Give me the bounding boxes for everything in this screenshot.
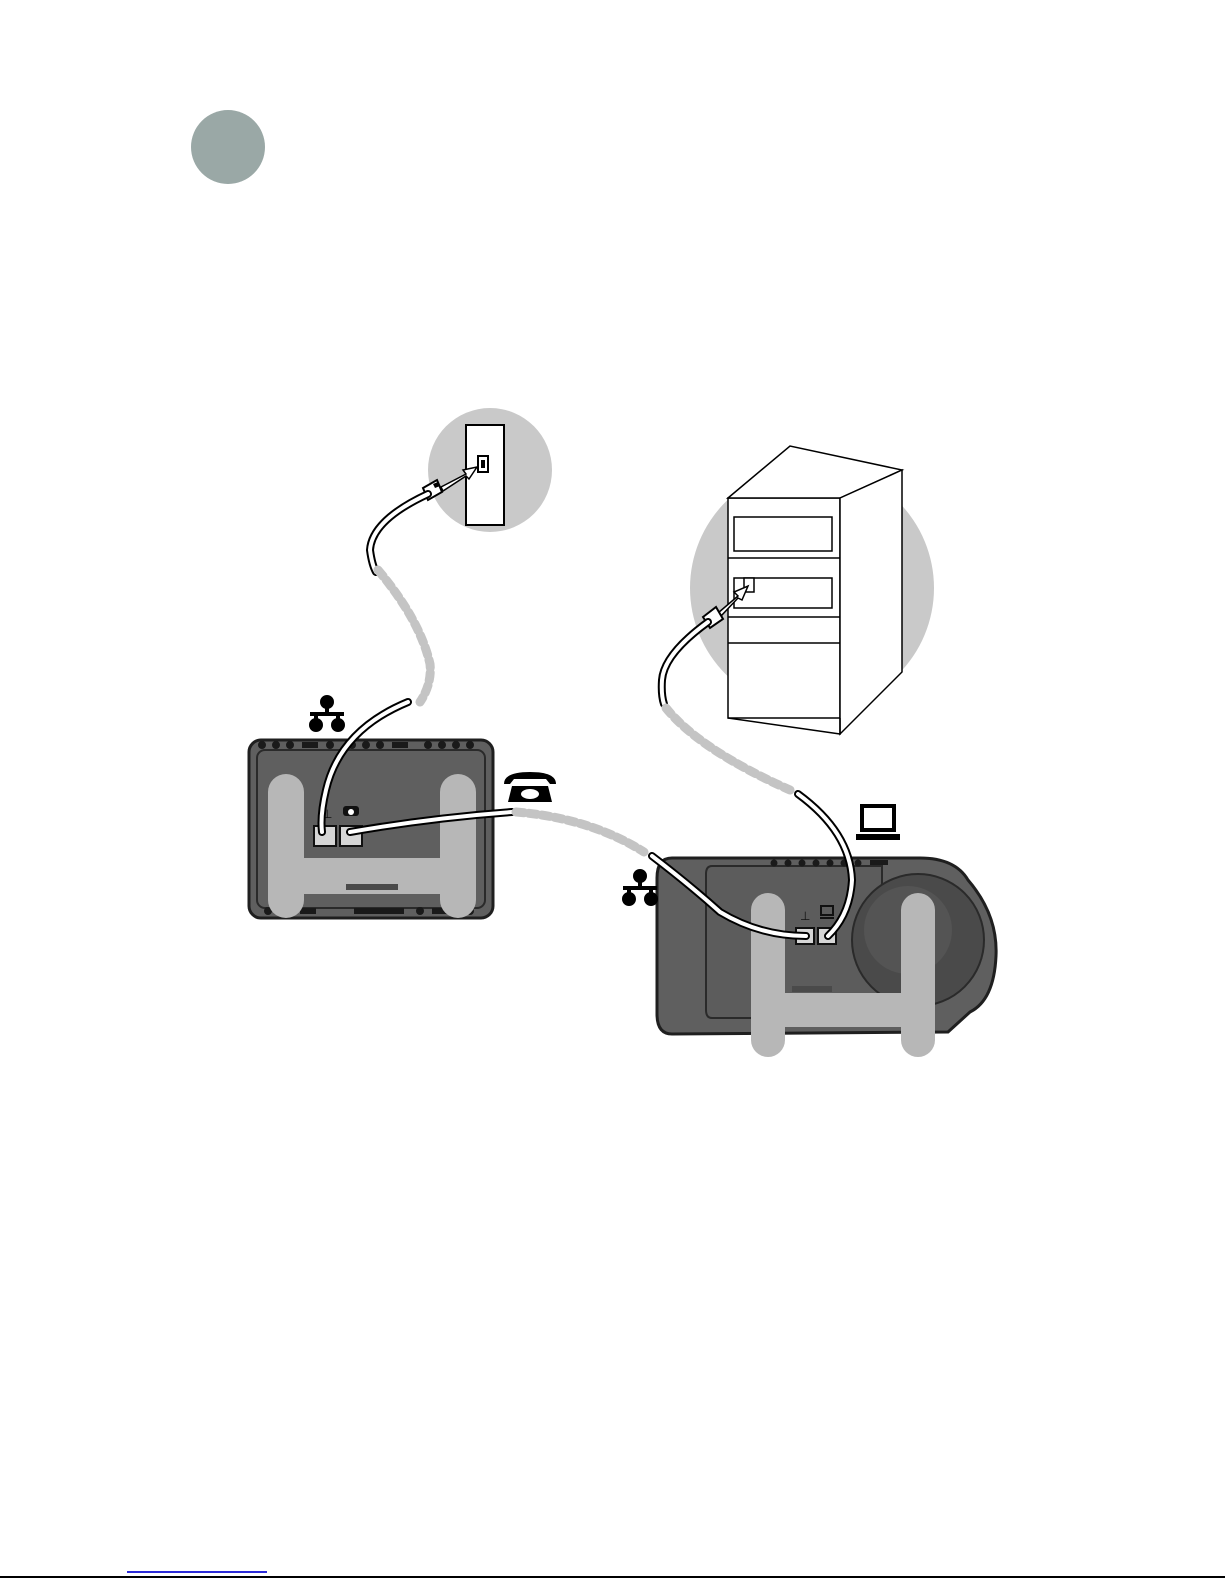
wall-jack-contacts bbox=[481, 460, 485, 468]
base-unit-vents-top bbox=[258, 741, 474, 749]
telephone-icon bbox=[504, 772, 556, 802]
step-badge bbox=[191, 110, 265, 184]
tower-side bbox=[840, 470, 902, 734]
base-unit-slot bbox=[346, 884, 398, 890]
computer-icon bbox=[856, 806, 900, 840]
network-icon bbox=[623, 871, 657, 904]
page-bottom-rule bbox=[0, 1576, 1225, 1578]
network-icon bbox=[310, 697, 344, 730]
wall-jack-callout bbox=[423, 408, 552, 532]
base-unit-port-label-phone-icon bbox=[343, 806, 359, 816]
drive-bay-1 bbox=[734, 517, 832, 551]
computer-callout bbox=[690, 446, 934, 734]
handheld-unit-port-label-network: ⊥ bbox=[800, 909, 810, 923]
tower-side-edge bbox=[728, 718, 840, 734]
handheld-unit-slot bbox=[792, 986, 832, 992]
handheld-unit: ⊥ bbox=[657, 858, 996, 1040]
page-link-underline[interactable] bbox=[127, 1571, 267, 1573]
